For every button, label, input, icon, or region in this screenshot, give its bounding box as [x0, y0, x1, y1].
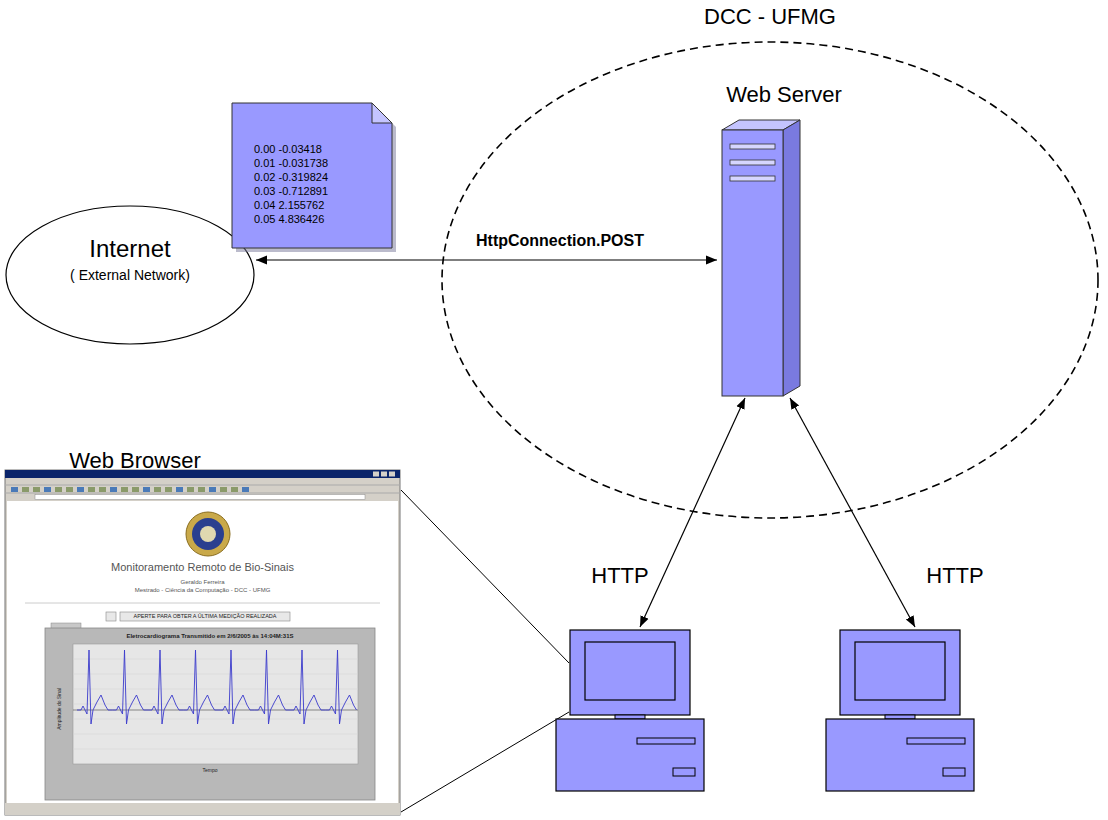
text-holder: APERTE PARA OBTER A ÚLTIMA MEDIÇÃO REALI…: [120, 613, 290, 619]
ecg-trace: [77, 650, 357, 724]
text-holder: 0.03 -0.712891: [254, 185, 328, 198]
node-text: ( External Network): [70, 267, 190, 283]
client-computer: [555, 628, 705, 793]
node-outline: [825, 628, 975, 793]
node-outline: [555, 628, 705, 793]
text-holder: Geraldo Ferreira: [5, 579, 400, 586]
label-holder: HttpConnection.POST: [440, 232, 680, 250]
edge-label: HttpConnection.POST: [474, 232, 646, 250]
internet-ellipse: Internet ( External Network): [5, 205, 255, 345]
text-holder: Internet: [5, 235, 255, 263]
browser-window: [5, 470, 400, 815]
text-holder: DCC - UFMG: [440, 4, 1100, 29]
node-title: Web Server: [726, 82, 842, 107]
text-holder: Tempo: [45, 768, 375, 774]
arrow-connector: [790, 398, 915, 627]
node-text: 0.04 2.155762: [254, 199, 324, 212]
node-text: 0.02 -0.319824: [254, 171, 328, 184]
node-text: 0.03 -0.712891: [254, 185, 328, 198]
node-text: 0.05 4.836426: [254, 213, 324, 226]
text-holder: 0.00 -0.03418: [254, 143, 322, 156]
edge-label: HTTP: [589, 563, 650, 588]
node-text: 0.01 -0.031738: [254, 157, 328, 170]
web-browser: Web BrowserMonitoramento Remoto de Bio-S…: [5, 448, 400, 815]
edge-label: HTTP: [924, 563, 985, 588]
computer-icon: [826, 630, 974, 791]
node-text: Monitoramento Remoto de Bio-Sinais: [111, 561, 294, 574]
text-holder: ( External Network): [5, 267, 255, 283]
leader-line: [401, 712, 569, 812]
text-holder: 0.05 4.836426: [254, 213, 324, 226]
leader-line: [401, 490, 569, 663]
node-outline: [440, 40, 1100, 520]
text-holder: Amplitude do Sinal: [57, 679, 63, 739]
label-holder: HTTP: [580, 563, 660, 588]
text-holder: Web Browser: [5, 448, 265, 473]
network-region: Web ServerDCC - UFMG: [440, 40, 1100, 520]
text-holder: Monitoramento Remoto de Bio-Sinais: [5, 561, 400, 574]
text-holder: Web Server: [718, 82, 850, 107]
web-server: Web Server: [718, 82, 850, 396]
label-holder: HTTP: [915, 563, 995, 588]
node-text: Eletrocardiograma Transmitido em 2/6/200…: [126, 633, 293, 640]
browser-screenshot: [5, 448, 400, 815]
text-holder: 0.01 -0.031738: [254, 157, 328, 170]
node-title: Internet: [89, 235, 170, 263]
server-tower: [722, 120, 800, 396]
text-holder: Mestrado - Ciência da Computação - DCC -…: [5, 587, 400, 594]
document-icon: [232, 103, 392, 248]
arrow-connector: [256, 259, 717, 260]
node-text: Amplitude do Sinal: [57, 688, 63, 730]
node-title: DCC - UFMG: [704, 4, 836, 29]
text-holder: 0.04 2.155762: [254, 199, 324, 212]
network-ellipse: [6, 206, 254, 344]
node-text: APERTE PARA OBTER A ÚLTIMA MEDIÇÃO REALI…: [133, 613, 276, 619]
computer-icon: [556, 630, 704, 791]
data-file: 0.00 -0.034180.01 -0.0317380.02 -0.31982…: [232, 103, 392, 248]
node-outline: [718, 82, 850, 396]
node-text: Tempo: [202, 768, 217, 774]
node-text: Geraldo Ferreira: [180, 579, 224, 586]
text-holder: Eletrocardiograma Transmitido em 2/6/200…: [45, 633, 375, 640]
node-title: Web Browser: [69, 448, 201, 473]
client-computer: [825, 628, 975, 793]
text-holder: 0.02 -0.319824: [254, 171, 328, 184]
node-title: 0.00 -0.03418: [254, 143, 322, 156]
dashed-boundary: [442, 42, 1098, 518]
node-text: Mestrado - Ciência da Computação - DCC -…: [135, 587, 271, 594]
arrow-connector: [640, 398, 745, 627]
